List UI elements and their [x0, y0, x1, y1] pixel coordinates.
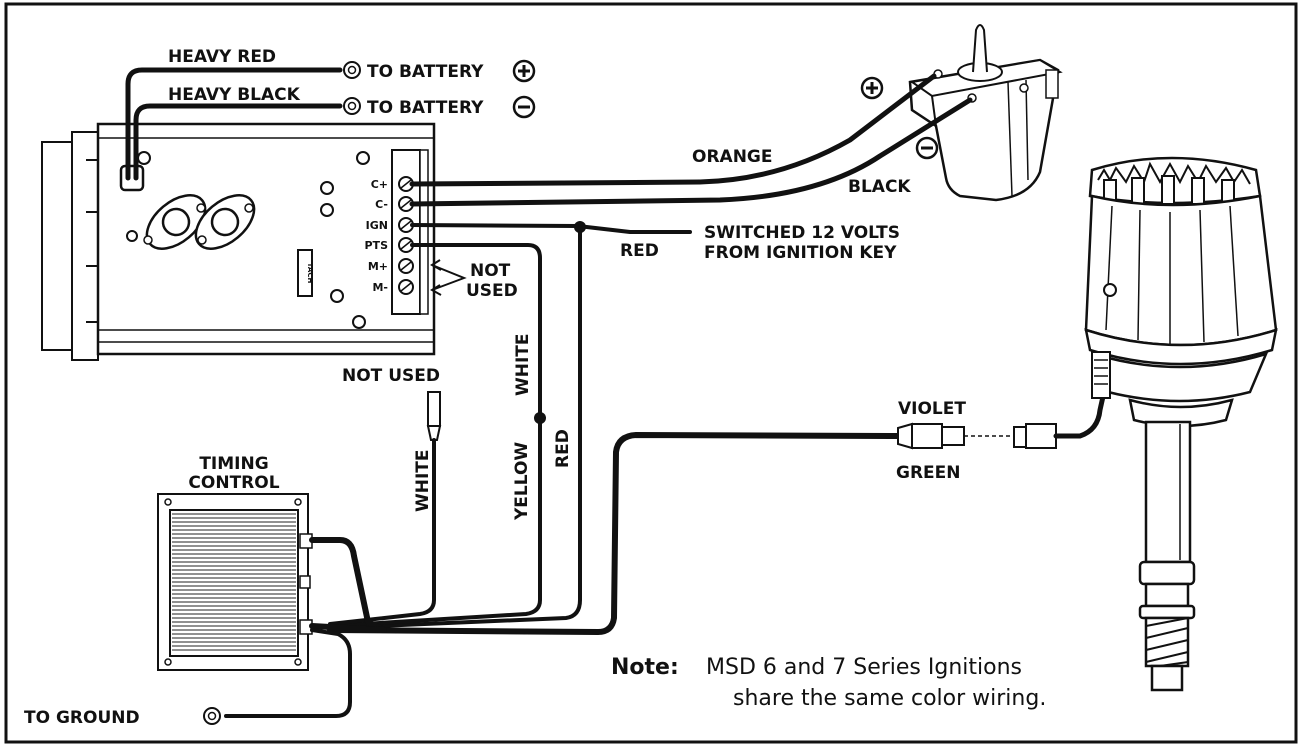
ignition-coil	[908, 24, 1063, 202]
ground-ring-terminal-icon	[203, 707, 221, 725]
note-line-1: MSD 6 and 7 Series Ignitions	[706, 655, 1022, 680]
to-battery-positive-label: TO BATTERY	[367, 62, 484, 82]
timing-output-wire	[309, 537, 387, 633]
note-line-2: share the same color wiring.	[733, 686, 1046, 711]
coil-minus-icon	[915, 136, 939, 160]
timing-control-label-line1: TIMING	[199, 454, 268, 474]
terminal-label-mneg: M-	[372, 281, 388, 294]
not-used-label-a: NOT	[470, 261, 511, 281]
note-heading: Note:	[611, 655, 679, 680]
pts-white-wire	[328, 243, 542, 628]
coil-plus-icon	[860, 76, 884, 100]
harness-connector-icon	[897, 422, 1057, 450]
terminal-label-cpos: C+	[371, 178, 388, 191]
distributor-pickup-wire	[1053, 389, 1107, 439]
red-label: RED	[620, 241, 659, 261]
orange-label: ORANGE	[692, 147, 773, 167]
terminal-screws	[398, 176, 414, 295]
timing-control-label-line2: CONTROL	[188, 473, 279, 493]
terminal-label-pts: PTS	[365, 239, 389, 252]
yellow-label: YELLOW	[512, 442, 532, 521]
violet-label: VIOLET	[898, 399, 966, 419]
to-ground-label: TO GROUND	[24, 708, 140, 728]
white-wire-not-used	[328, 438, 436, 626]
red-wire-to-timing	[328, 225, 582, 630]
switched-label-line1: SWITCHED 12 VOLTS	[704, 223, 900, 243]
spade-connector-icon	[426, 391, 442, 441]
ignition-box: TACH C+ C- IGN PTS M+ M-	[41, 122, 436, 361]
tach-label: TACH	[306, 263, 314, 284]
heavy-red-label: HEAVY RED	[168, 47, 276, 67]
terminal-label-cneg: C-	[375, 198, 388, 211]
heavy-red-wire	[125, 67, 343, 181]
not-used-top-label: NOT USED	[342, 366, 440, 386]
plus-circle-icon	[512, 59, 536, 83]
heavy-black-label: HEAVY BLACK	[168, 85, 301, 105]
timing-control-box	[157, 493, 313, 671]
green-label: GREEN	[896, 463, 961, 483]
timing-bundle-wire	[309, 623, 387, 633]
diagram-frame	[4, 2, 1298, 744]
black-coil-wire	[409, 97, 973, 207]
white-label-vertical: WHITE	[513, 333, 533, 396]
ign-red-wire	[410, 223, 692, 234]
heavy-black-wire	[133, 103, 343, 181]
orange-wire	[409, 73, 937, 187]
to-battery-negative-label: TO BATTERY	[367, 98, 484, 118]
ring-terminal-icon	[343, 61, 361, 115]
minus-circle-icon	[512, 95, 536, 119]
distributor	[1084, 156, 1278, 692]
terminal-label-mpos: M+	[368, 260, 388, 273]
terminal-label-ign: IGN	[366, 219, 388, 232]
violet-green-wire	[327, 432, 908, 635]
not-used-label-b: USED	[466, 281, 518, 301]
red-label-vertical: RED	[553, 429, 573, 468]
switched-label-line2: FROM IGNITION KEY	[704, 243, 897, 263]
not-used-arrows	[430, 259, 467, 296]
white-label-left: WHITE	[413, 449, 433, 512]
ground-wire	[224, 628, 352, 718]
tach-terminal	[297, 249, 313, 297]
white-yellow-splice-dot	[534, 412, 546, 424]
black-label: BLACK	[848, 177, 911, 197]
